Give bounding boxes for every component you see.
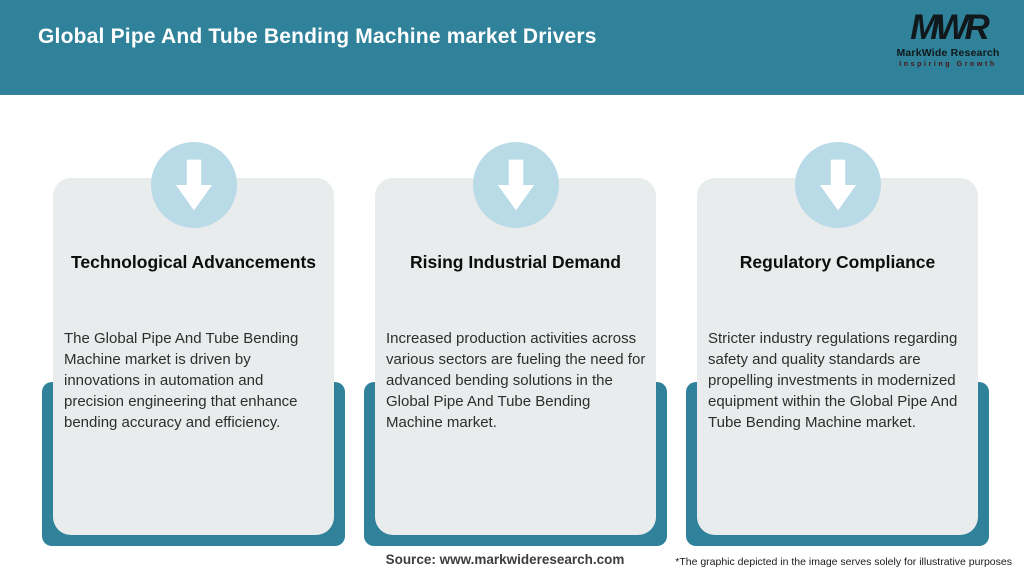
card-title: Technological Advancements xyxy=(70,252,317,272)
card-description: Increased production activities across v… xyxy=(386,330,646,431)
card: Rising Industrial Demand Increased produ… xyxy=(375,178,656,535)
card-title: Rising Industrial Demand xyxy=(410,252,621,272)
driver-card-technological-advancements: Technological Advancements The Global Pi… xyxy=(42,142,345,546)
card: Technological Advancements The Global Pi… xyxy=(53,178,334,535)
mwr-logo-mark: MWR xyxy=(910,8,989,47)
logo-tagline: Inspiring Growth xyxy=(899,61,997,68)
page-title: Global Pipe And Tube Bending Machine mar… xyxy=(38,25,597,48)
logo-company-name: MarkWide Research xyxy=(896,47,1000,59)
card: Regulatory Compliance Stricter industry … xyxy=(697,178,978,535)
card-description: The Global Pipe And Tube Bending Machine… xyxy=(64,330,299,431)
disclaimer-text: *The graphic depicted in the image serve… xyxy=(675,556,1012,568)
down-arrow-icon xyxy=(794,142,881,228)
down-arrow-icon xyxy=(472,142,559,228)
card-title: Regulatory Compliance xyxy=(739,252,936,272)
driver-card-rising-industrial-demand: Rising Industrial Demand Increased produ… xyxy=(364,142,667,546)
down-arrow-icon xyxy=(150,142,237,228)
card-description: Stricter industry regulations regarding … xyxy=(708,330,958,431)
markwide-logo: MWR MarkWide Research Inspiring Growth xyxy=(888,8,1008,69)
source-text: Source: www.markwideresearch.com xyxy=(385,552,625,567)
header-bar: Global Pipe And Tube Bending Machine mar… xyxy=(0,0,1024,95)
driver-card-regulatory-compliance: Regulatory Compliance Stricter industry … xyxy=(686,142,989,546)
